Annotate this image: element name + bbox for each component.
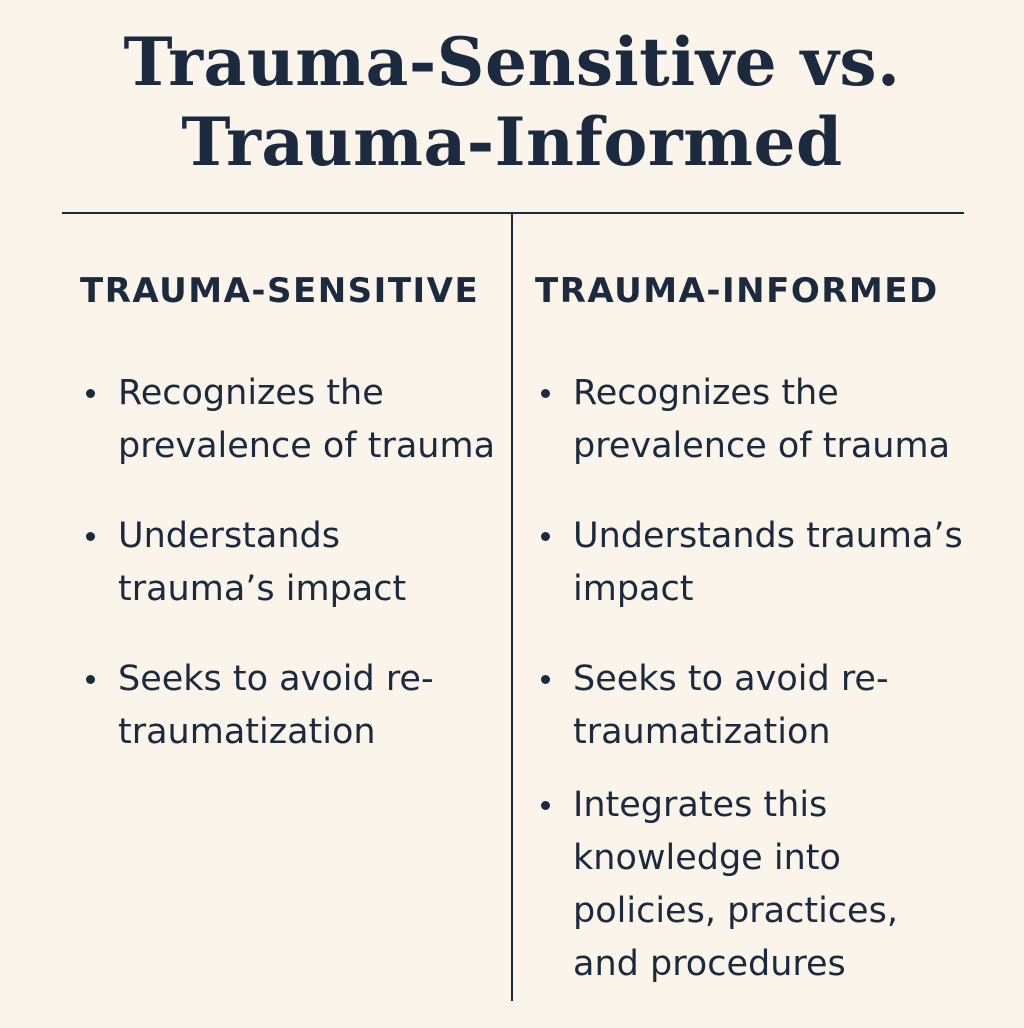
list-item-text: Recognizes the prevalence of trauma [573, 373, 951, 466]
list-item-text: Integrates this knowledge into policies,… [573, 785, 898, 984]
list-item: Integrates this knowledge into policies,… [535, 779, 995, 991]
title-line-2: Trauma-Informed [181, 103, 843, 181]
trauma-sensitive-column: TRAUMA-SENSITIVE Recognizes the prevalen… [80, 265, 505, 796]
list-item-text: Understands trauma’s impact [118, 516, 407, 609]
bullet-icon [86, 532, 95, 541]
bullet-icon [86, 675, 95, 684]
bullet-icon [541, 801, 550, 810]
list-item-text: Recognizes the prevalence of trauma [118, 373, 496, 466]
horizontal-divider [62, 212, 964, 214]
list-item-text: Seeks to avoid re-traumatization [118, 659, 434, 752]
list-item-text: Understands trauma’s impact [573, 516, 963, 609]
column-heading: TRAUMA-SENSITIVE [80, 271, 480, 311]
list-item-text: Seeks to avoid re-traumatization [573, 659, 889, 752]
list-item: Understands trauma’s impact [535, 510, 995, 616]
list-item: Recognizes the prevalence of trauma [535, 367, 995, 473]
vertical-divider [511, 213, 513, 1001]
bullet-icon [541, 532, 550, 541]
list-item: Understands trauma’s impact [80, 510, 505, 616]
title-line-1: Trauma-Sensitive vs. [123, 23, 901, 101]
bullet-list: Recognizes the prevalence of trauma Unde… [80, 367, 505, 759]
bullet-icon [541, 675, 550, 684]
bullet-icon [86, 389, 95, 398]
column-heading: TRAUMA-INFORMED [535, 271, 939, 311]
list-item: Seeks to avoid re-traumatization [535, 653, 995, 759]
list-item: Recognizes the prevalence of trauma [80, 367, 505, 473]
bullet-icon [541, 389, 550, 398]
page-title: Trauma-Sensitive vs. Trauma-Informed [0, 22, 1024, 182]
list-item: Seeks to avoid re-traumatization [80, 653, 505, 759]
trauma-informed-column: TRAUMA-INFORMED Recognizes the prevalenc… [535, 265, 995, 1028]
bullet-list: Recognizes the prevalence of trauma Unde… [535, 367, 995, 991]
